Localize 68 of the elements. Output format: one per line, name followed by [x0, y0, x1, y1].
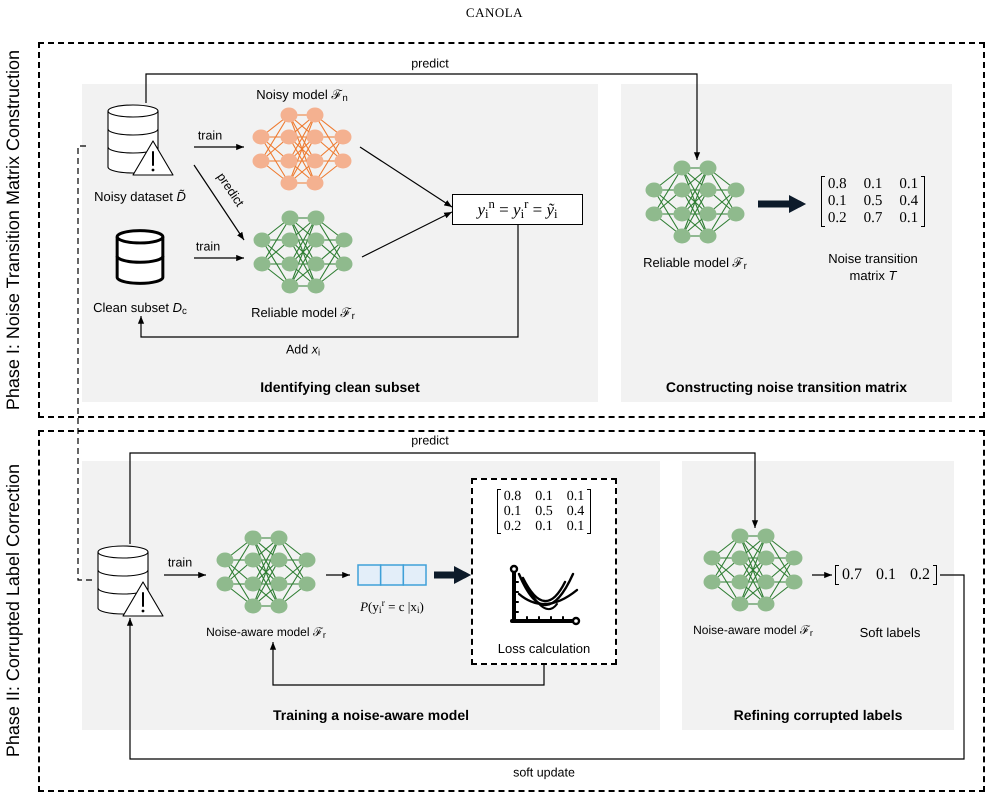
matrix-value: 0.1 — [535, 489, 553, 504]
dataset-caption: Clean subset D$_{c}$ — [93, 299, 187, 316]
edge-label: soft update — [513, 766, 575, 780]
block-arrow — [434, 566, 471, 584]
matrix-value: 0.4 — [899, 193, 918, 210]
arrow — [145, 73, 700, 160]
equation: y$_{i}$$^{n}$ = y$_{i}$$^{r}$ = ỹ$_{i}$ — [477, 200, 558, 220]
arrow — [194, 144, 244, 150]
arrow — [126, 574, 965, 760]
model-caption: Noise-aware model ℱ$_{r}$ — [693, 622, 813, 638]
soft-label-value: 0.7 — [842, 565, 862, 585]
matrix-value: 0.2 — [504, 519, 522, 534]
panel-title: Constructing noise transition matrix — [666, 378, 908, 396]
arrow — [129, 452, 758, 544]
matrix-value: 0.5 — [535, 504, 553, 519]
panel — [82, 461, 660, 730]
model-caption: Noise-aware model ℱ$_{r}$ — [206, 624, 326, 640]
panel-title: Identifying clean subset — [260, 378, 420, 396]
equation-box — [452, 194, 583, 225]
edge-label: predict — [411, 434, 449, 448]
matrix-value: 0.2 — [828, 210, 847, 227]
panel — [621, 84, 952, 402]
matrix-value: 0.1 — [535, 519, 553, 534]
edge-label: train — [168, 556, 192, 570]
arrow — [270, 642, 545, 686]
arrow — [326, 572, 350, 578]
matrix-value: 0.8 — [504, 489, 522, 504]
panel — [82, 84, 598, 402]
matrix-value: 0.1 — [899, 210, 918, 227]
soft-label-value: 0.1 — [876, 565, 896, 585]
box-caption: Loss calculation — [498, 640, 590, 657]
matrix-value: 0.7 — [864, 210, 882, 227]
edge-label: predict — [411, 56, 449, 72]
panel — [682, 461, 954, 730]
model-caption: Noisy model ℱ$_{n}$ — [256, 86, 348, 103]
arrow — [194, 254, 244, 262]
vector-caption: Soft labels — [860, 624, 920, 641]
matrix-value: 0.1 — [566, 489, 584, 504]
dataset-caption: Noisy dataset D̃ — [94, 188, 186, 205]
matrix-value: 0.1 — [828, 193, 847, 210]
arrow — [812, 572, 832, 578]
panel-title: Training a noise-aware model — [272, 706, 470, 724]
block-arrow — [758, 195, 806, 213]
arrow — [360, 146, 452, 208]
edge-label: train — [196, 240, 220, 254]
dashed-box — [471, 478, 617, 665]
panel-title: Refining corrupted labels — [734, 706, 902, 724]
matrix-value: 0.1 — [864, 176, 882, 193]
arrow — [362, 211, 452, 258]
probability-expression: P(y$_{i}$$^{r}$ = c |x$_{i}$) — [360, 598, 424, 615]
phase-label: Phase II: Corrupted Label Correction — [2, 464, 24, 758]
arrow — [194, 164, 244, 240]
model-caption: Reliable model ℱ$_{r}$ — [643, 254, 747, 271]
edge-label: Add x$_{i}$ — [286, 342, 320, 358]
matrix-value: 0.1 — [504, 504, 522, 519]
matrix-value: 0.4 — [566, 504, 584, 519]
matrix-value: 0.1 — [566, 519, 584, 534]
matrix-value: 0.1 — [899, 176, 918, 193]
matrix-value: 0.8 — [828, 176, 847, 193]
phase-label: Phase I: Noise Transition Matrix Construction — [2, 50, 24, 410]
model-caption: Reliable model ℱ$_{r}$ — [251, 304, 355, 321]
soft-label-value: 0.2 — [910, 565, 930, 585]
arrow — [138, 225, 519, 338]
figure-title: CANOLA — [466, 5, 524, 21]
matrix-value: 0.5 — [864, 193, 882, 210]
arrow — [164, 572, 206, 578]
matrix-caption: Noise transition matrix T — [827, 250, 919, 284]
edge-label: train — [198, 128, 222, 144]
